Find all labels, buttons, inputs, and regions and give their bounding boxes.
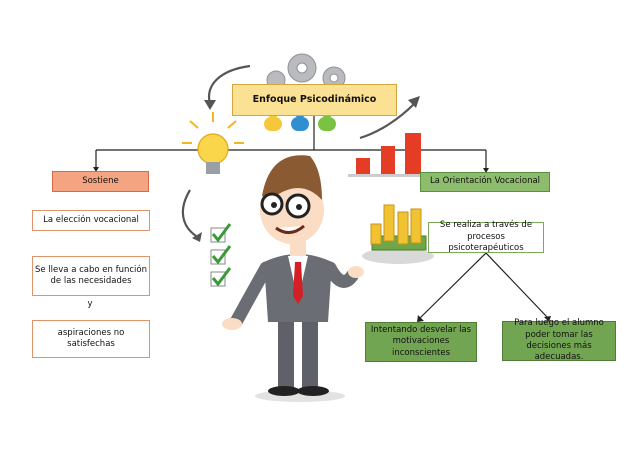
- curved-arrow-icon: [181, 64, 415, 237]
- checkmarks-icon: [210, 223, 232, 287]
- arrow-heads: [93, 167, 551, 322]
- necesidades-box: Se lleva a cabo en función de las necesi…: [32, 256, 150, 296]
- orientacion-box: La Orientación Vocacional: [420, 172, 550, 192]
- procesos-label: Se realiza a través de procesos psicoter…: [439, 220, 533, 254]
- bar-chart-icon: [348, 133, 428, 177]
- title-box: Enfoque Psicodinámico: [232, 84, 397, 116]
- sostiene-label: Sostiene: [82, 175, 119, 186]
- cartoon-businessman: [222, 155, 364, 402]
- aspiraciones-box: aspiraciones no satisfechas: [32, 320, 150, 358]
- motivaciones-label: Intentando desvelar las motivaciones inc…: [370, 324, 472, 358]
- connector-y-label: y: [87, 299, 93, 310]
- aspiraciones-label: aspiraciones no satisfechas: [57, 327, 125, 349]
- election-box: La elección vocacional: [32, 210, 150, 231]
- election-label: La elección vocacional: [43, 214, 139, 225]
- title-text: Enfoque Psicodinámico: [252, 93, 377, 105]
- curved-arrow-heads: [192, 96, 420, 242]
- sostiene-box: Sostiene: [52, 171, 149, 192]
- gears-icon: [266, 53, 346, 90]
- decisiones-label: Para luego el alumno poder tomar las dec…: [514, 318, 604, 363]
- procesos-box: Se realiza a través de procesos psicoter…: [428, 220, 544, 254]
- connector-y: y: [75, 298, 105, 312]
- lightbulb-icon: [182, 112, 244, 174]
- coins-icon: [362, 204, 434, 264]
- decisiones-box: Para luego el alumno poder tomar las dec…: [502, 318, 616, 363]
- orientacion-label: La Orientación Vocacional: [429, 176, 541, 187]
- necesidades-label: Se lleva a cabo en función de las necesi…: [34, 264, 148, 286]
- motivaciones-box: Intentando desvelar las motivaciones inc…: [365, 322, 477, 362]
